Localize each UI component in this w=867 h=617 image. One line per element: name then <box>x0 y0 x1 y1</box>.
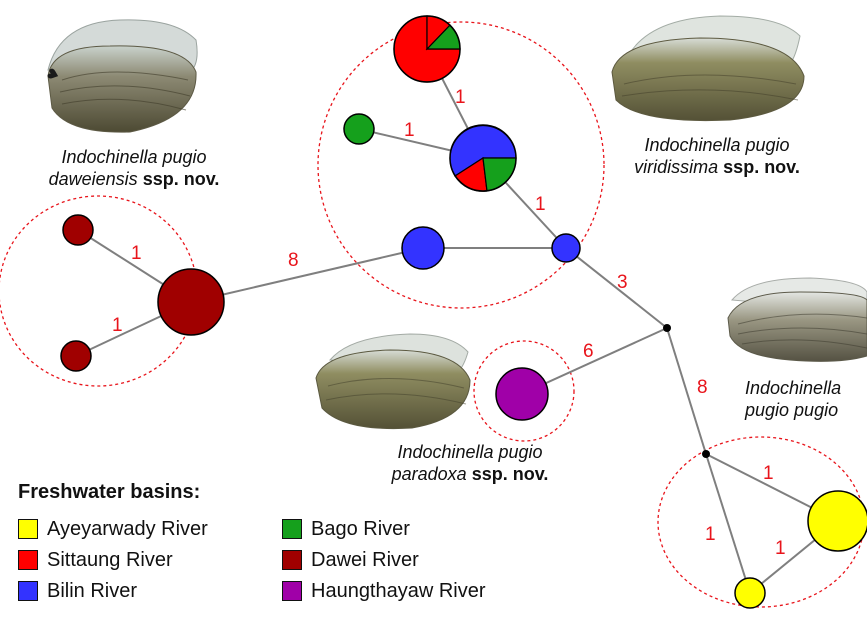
shell-photo-daweiensis-icon: ♥ <box>45 20 197 132</box>
legend-title: Freshwater basins: <box>18 481 200 504</box>
taxon-genus: Indochinella <box>745 378 841 398</box>
mutation-step-label: 1 <box>775 538 786 559</box>
taxon-subspecies: paradoxa <box>392 464 467 484</box>
mutation-step-label: 1 <box>455 87 466 108</box>
haplotype-node-bilin <box>552 234 580 262</box>
haplotype-node-ayeyarwady <box>808 491 867 551</box>
haplotype-node-bago <box>344 114 374 144</box>
legend-item-haungthayaw: Haungthayaw River <box>282 579 486 603</box>
legend-label: Dawei River <box>311 549 419 572</box>
taxon-subspecies: pugio pugio <box>745 400 838 420</box>
median-vector-node <box>702 450 710 458</box>
shell-photo-pugio-icon <box>728 278 867 361</box>
taxon-subspecies: daweiensis <box>49 169 138 189</box>
legend-label: Bilin River <box>47 580 137 603</box>
legend-label: Bago River <box>311 518 410 541</box>
taxon-genus-species: Indochinella pugio <box>644 135 789 155</box>
legend-item-ayeyarwady: Ayeyarwady River <box>18 517 208 541</box>
haplotype-node-haungthayaw <box>496 368 548 420</box>
legend-item-bago: Bago River <box>282 517 410 541</box>
median-vector-node <box>663 324 671 332</box>
haplotype-node-bilin <box>402 227 444 269</box>
mutation-step-label: 6 <box>583 341 594 362</box>
mutation-step-label: 3 <box>617 272 628 293</box>
taxon-label-pugio: Indochinella pugio pugio <box>745 377 867 421</box>
legend-swatch <box>282 519 302 539</box>
legend-label: Haungthayaw River <box>311 580 486 603</box>
legend-item-bilin: Bilin River <box>18 579 137 603</box>
taxon-status: ssp. nov. <box>723 157 800 177</box>
legend-swatch <box>18 519 38 539</box>
taxon-label-daweiensis: Indochinella pugio daweiensis ssp. nov. <box>14 146 254 190</box>
taxon-subspecies: viridissima <box>634 157 718 177</box>
legend-label: Ayeyarwady River <box>47 518 208 541</box>
legend-swatch <box>18 581 38 601</box>
mutation-step-label: 1 <box>535 194 546 215</box>
legend-item-sittaung: Sittaung River <box>18 548 173 572</box>
shell-photo-viridissima-icon <box>612 16 804 121</box>
taxon-label-viridissima: Indochinella pugio viridissima ssp. nov. <box>597 134 837 178</box>
legend-item-dawei: Dawei River <box>282 548 419 572</box>
mutation-step-label: 1 <box>131 243 142 264</box>
mutation-step-label: 8 <box>697 377 708 398</box>
haplotype-node-ayeyarwady <box>735 578 765 608</box>
legend-swatch <box>18 550 38 570</box>
legend-label: Sittaung River <box>47 549 173 572</box>
haplotype-pie-sittaung-bago <box>394 16 460 82</box>
taxon-genus-species: Indochinella pugio <box>61 147 206 167</box>
taxon-status: ssp. nov. <box>472 464 549 484</box>
taxon-genus-species: Indochinella pugio <box>397 442 542 462</box>
haplotype-pie-bilin-sittaung-bago <box>450 125 516 191</box>
legend-swatch <box>282 550 302 570</box>
shell-photo-paradoxa-icon <box>316 334 470 429</box>
mutation-step-label: 1 <box>763 463 774 484</box>
legend-swatch <box>282 581 302 601</box>
mutation-step-label: 1 <box>404 120 415 141</box>
haplotype-node-dawei <box>158 269 224 335</box>
haplotype-node-dawei <box>61 341 91 371</box>
taxon-label-paradoxa: Indochinella pugio paradoxa ssp. nov. <box>350 441 590 485</box>
mutation-step-label: 1 <box>112 315 123 336</box>
mutation-step-label: 8 <box>288 250 299 271</box>
mutation-step-label: 1 <box>705 524 716 545</box>
haplotype-node-dawei <box>63 215 93 245</box>
taxon-status: ssp. nov. <box>143 169 220 189</box>
